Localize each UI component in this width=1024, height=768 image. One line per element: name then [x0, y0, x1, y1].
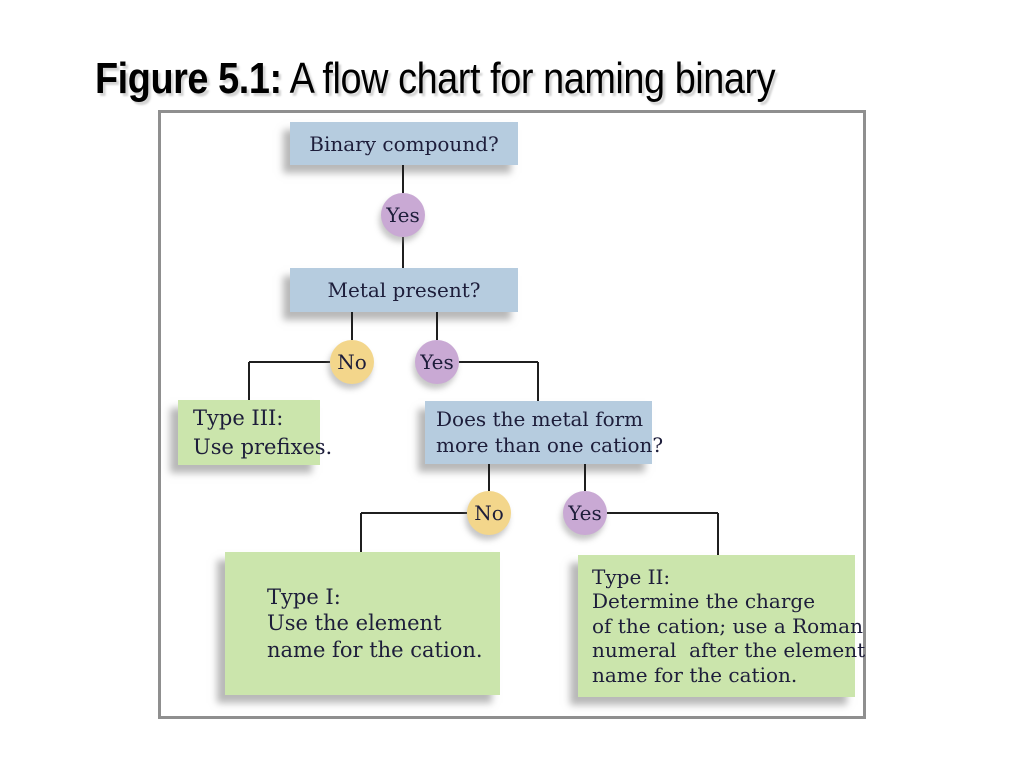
decision-yes-circle: Yes [381, 193, 425, 237]
connector-cation-to-yes [584, 464, 586, 491]
node-type3-result: Type III: Use prefixes. [178, 400, 333, 465]
connector-down-to-cation-question [537, 362, 539, 401]
decision-label: No [337, 350, 367, 374]
decision-no-circle: No [467, 491, 511, 535]
connector-down-to-type1 [360, 513, 362, 552]
figure-caption: A flow chart for naming binary [281, 54, 776, 103]
connector-metal-to-no [351, 312, 353, 340]
result-line: Use prefixes. [193, 434, 333, 459]
connector-down-to-type2 [717, 513, 719, 555]
connector-metal-to-yes [436, 312, 438, 340]
connector-yes-right [459, 361, 538, 363]
node-binary-compound-question: Binary compound? [290, 122, 518, 165]
node-type2-result: Type II: Determine the charge of the cat… [578, 555, 866, 697]
node-label-line: Does the metal form [436, 407, 644, 432]
node-metal-present-question: Metal present? [290, 268, 518, 312]
node-type1-result: Type I: Use the element name for the cat… [225, 552, 500, 695]
node-cation-question: Does the metal form more than one cation… [425, 401, 663, 464]
result-line: Type I: [267, 585, 341, 610]
decision-label: No [474, 501, 504, 525]
decision-label: Yes [420, 350, 454, 374]
result-line: name for the cation. [267, 637, 483, 662]
flowchart-frame: Binary compound? Metal present? Does the… [158, 110, 866, 719]
node-label-line: more than one cation? [436, 432, 664, 457]
result-line: Use the element [267, 611, 442, 636]
node-label: Metal present? [327, 278, 481, 302]
decision-label: Yes [386, 203, 420, 227]
result-line: Determine the charge [592, 589, 816, 614]
result-line: Type II: [592, 565, 671, 590]
connector-cation-to-no [488, 464, 490, 491]
result-line: name for the cation. [592, 662, 798, 687]
result-line: Type III: [193, 405, 284, 430]
decision-label: Yes [568, 501, 602, 525]
connector-yes-to-metal [402, 237, 404, 268]
connector-no2-left [361, 512, 467, 514]
decision-yes-circle: Yes [563, 491, 607, 535]
connector-binary-to-yes [402, 165, 404, 193]
result-line: of the cation; use a Roman [592, 613, 863, 638]
node-label: Binary compound? [309, 131, 499, 156]
page-title: Figure 5.1: A flow chart for naming bina… [95, 54, 776, 104]
decision-no-circle: No [330, 340, 374, 384]
figure-number-label: Figure 5.1: [95, 54, 282, 103]
connector-down-to-type3 [248, 362, 250, 400]
decision-yes-circle: Yes [415, 340, 459, 384]
result-line: numeral after the element [592, 638, 866, 663]
connector-yes3-right [607, 512, 718, 514]
connector-no-left [249, 361, 330, 363]
